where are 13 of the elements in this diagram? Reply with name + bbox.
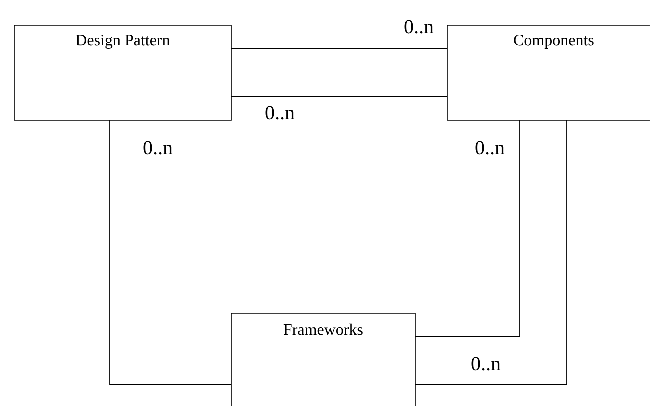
connector-line [110, 120, 232, 386]
edge-label: 0..n [264, 105, 296, 121]
connector-line [230, 48, 448, 50]
connector-line [230, 96, 448, 98]
entity-box: Components [447, 25, 650, 121]
edge-label: 0..n [403, 19, 435, 35]
edge-label: 0..n [142, 140, 174, 156]
connector-line [414, 120, 520, 338]
edge-label: 0..n [470, 356, 502, 372]
edge-label: 0..n [474, 140, 506, 156]
entity-box: Design Pattern [14, 25, 232, 121]
connector-line [414, 120, 568, 386]
entity-box: Frameworks [231, 312, 416, 406]
